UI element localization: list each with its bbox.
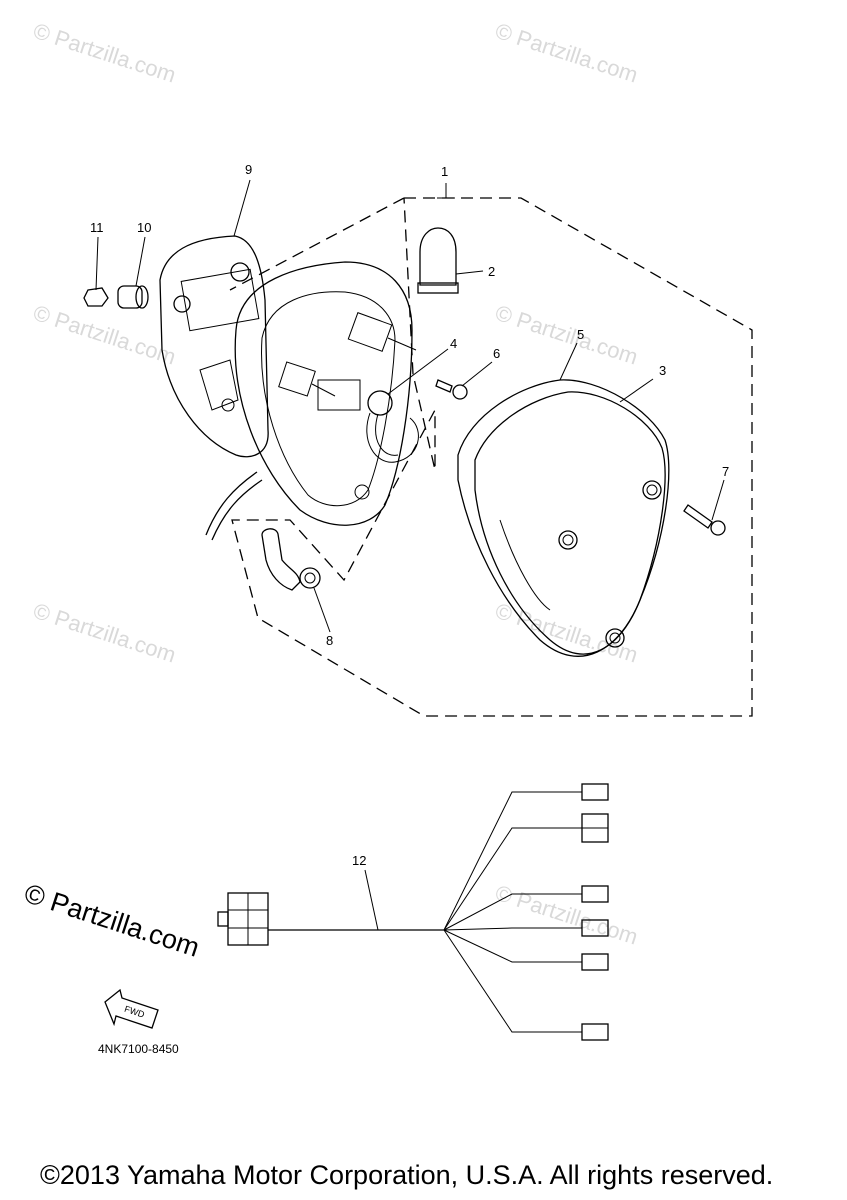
lamp-housing xyxy=(234,261,419,526)
screw-6 xyxy=(435,379,468,400)
callout-8: 8 xyxy=(326,633,333,648)
lens-gasket xyxy=(457,379,670,657)
screw-7 xyxy=(683,504,726,536)
copyright-notice: ©2013 Yamaha Motor Corporation, U.S.A. A… xyxy=(40,1160,774,1190)
assembly-boundary xyxy=(231,197,753,717)
callout-4: 4 xyxy=(450,336,457,351)
callout-12: 12 xyxy=(352,853,366,868)
wire-harness xyxy=(217,783,609,1041)
callout-3: 3 xyxy=(659,363,666,378)
bulb xyxy=(417,227,459,294)
nut-11 xyxy=(83,287,109,307)
callout-6: 6 xyxy=(493,346,500,361)
fwd-label: FWD xyxy=(123,1004,146,1020)
callout-10: 10 xyxy=(137,220,151,235)
callout-1: 1 xyxy=(441,164,448,179)
housing-wire xyxy=(211,479,263,541)
callout-2: 2 xyxy=(488,264,495,279)
callout-11: 11 xyxy=(90,220,104,235)
fwd-arrow-icon: FWD xyxy=(104,988,159,1029)
collar-10 xyxy=(117,285,149,309)
grommet xyxy=(261,528,321,591)
callout-7: 7 xyxy=(722,464,729,479)
callout-9: 9 xyxy=(245,162,252,177)
diagram-code: 4NK7100-8450 xyxy=(98,1042,179,1056)
callout-5: 5 xyxy=(577,327,584,342)
lens-cover xyxy=(474,391,666,655)
base-plate xyxy=(159,235,269,458)
